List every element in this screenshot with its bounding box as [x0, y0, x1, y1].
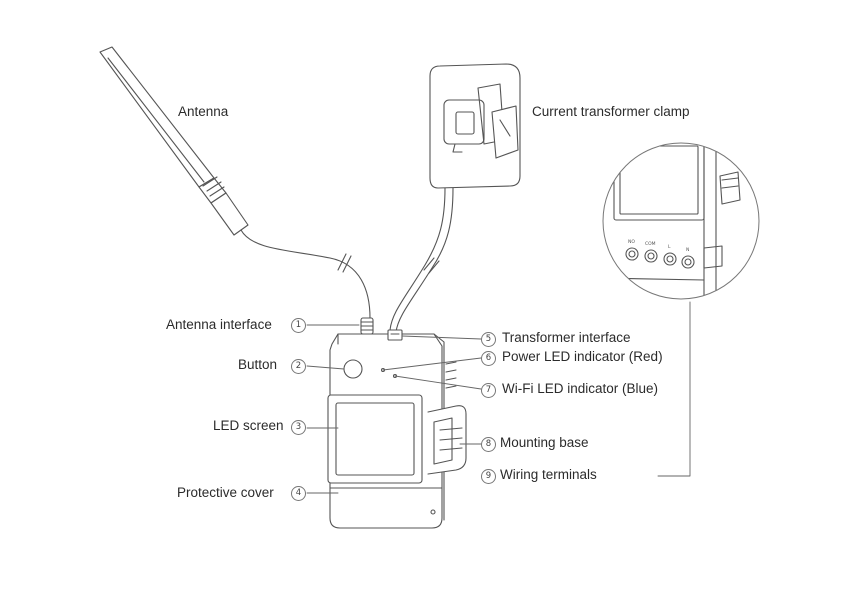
ct-clamp-drawing — [389, 63, 521, 333]
label-antenna-interface: Antenna interface — [166, 317, 272, 332]
callout-7: 7 — [481, 383, 496, 398]
label-mounting-base: Mounting base — [500, 435, 589, 450]
label-ct-clamp: Current transformer clamp — [532, 104, 690, 119]
label-led-screen: LED screen — [213, 418, 284, 433]
label-button: Button — [238, 357, 278, 372]
callout-9: 9 — [481, 469, 496, 484]
terminal-label-no: NO — [628, 239, 635, 245]
terminal-label-n: N — [686, 247, 689, 253]
label-wifi-led: Wi-Fi LED indicator (Blue) — [502, 381, 659, 396]
device-body-drawing — [327, 317, 467, 529]
label-antenna: Antenna — [178, 104, 229, 119]
antenna-drawing — [99, 46, 371, 319]
terminal-label-com: COM — [645, 241, 656, 247]
label-transformer-interface: Transformer interface — [502, 330, 631, 345]
callout-5: 5 — [481, 332, 496, 347]
wiring-terminals-detail — [603, 143, 759, 299]
callout-3: 3 — [291, 420, 306, 435]
label-wiring-terminals: Wiring terminals — [500, 467, 597, 482]
callout-4: 4 — [291, 486, 306, 501]
callout-6: 6 — [481, 351, 496, 366]
callout-2: 2 — [291, 359, 306, 374]
label-protective-cover: Protective cover — [177, 485, 274, 500]
callout-8: 8 — [481, 437, 496, 452]
callout-1: 1 — [291, 318, 306, 333]
terminal-label-l: L — [668, 244, 671, 250]
label-power-led: Power LED indicator (Red) — [502, 349, 663, 364]
